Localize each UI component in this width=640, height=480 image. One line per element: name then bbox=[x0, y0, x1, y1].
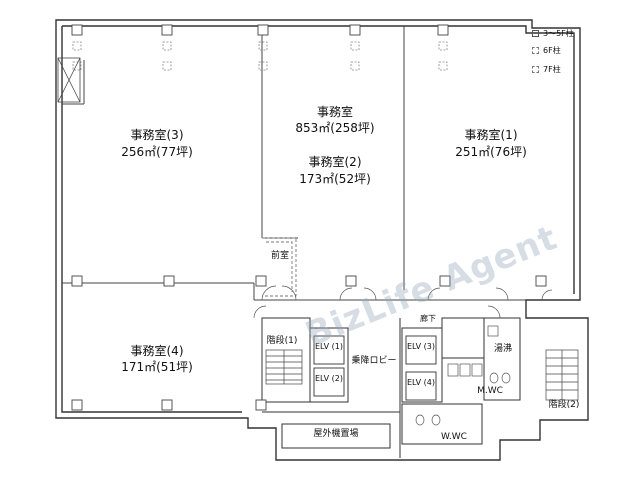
stairs bbox=[265, 349, 579, 401]
office4-name: 事務室(4) bbox=[130, 344, 184, 358]
office2-area: 173㎡(52坪) bbox=[299, 172, 371, 186]
office3-name: 事務室(3) bbox=[130, 128, 184, 142]
elv3-label: ELV (3) bbox=[407, 342, 435, 351]
legend-label: 7F柱 bbox=[543, 65, 561, 74]
columns-dashed bbox=[72, 41, 448, 71]
toilet-fixtures bbox=[415, 325, 511, 426]
legend-solid-swatch bbox=[532, 30, 539, 37]
door-swings bbox=[253, 285, 553, 319]
legend-item-7f: 7F柱 bbox=[532, 64, 561, 75]
office-combined-area: 853㎡(258坪) bbox=[295, 121, 375, 135]
legend-label: 6F柱 bbox=[543, 46, 561, 55]
office2-name: 事務室(2) bbox=[308, 155, 362, 169]
kitchenette-label: 湯沸 bbox=[493, 344, 512, 354]
legend-dashed-swatch bbox=[532, 47, 539, 54]
office1-area: 251㎡(76坪) bbox=[455, 145, 527, 159]
office4-area: 171㎡(51坪) bbox=[121, 360, 193, 374]
stairs1-label: 階段(1) bbox=[266, 336, 298, 346]
outer-walls bbox=[55, 19, 589, 461]
legend-label: 3～5F柱 bbox=[543, 29, 574, 38]
anteroom-boundary bbox=[262, 237, 297, 297]
corridor-label: 廊下 bbox=[420, 314, 436, 323]
elv2-label: ELV (2) bbox=[315, 374, 343, 383]
office3-area: 256㎡(77坪) bbox=[121, 145, 193, 159]
wwc-label: W.WC bbox=[441, 432, 467, 442]
elv1-label: ELV (1) bbox=[315, 342, 343, 351]
elv4-label: ELV (4) bbox=[407, 378, 435, 387]
shaft bbox=[57, 57, 81, 103]
legend-item-6f: 6F柱 bbox=[532, 45, 561, 56]
office-combined-name: 事務室 bbox=[316, 105, 353, 119]
mwc-label: M.WC bbox=[477, 386, 503, 396]
core-walls bbox=[261, 317, 521, 458]
legend-dashed-swatch bbox=[532, 66, 539, 73]
outdoor-equipment-label: 屋外機置場 bbox=[313, 429, 359, 439]
stairs2-label: 階段(2) bbox=[548, 400, 580, 410]
elevator-lobby-label: 乗降ロビー bbox=[351, 356, 397, 366]
legend-item-solid: 3～5F柱 bbox=[532, 28, 574, 39]
columns-solid bbox=[71, 24, 547, 411]
anteroom-label: 前室 bbox=[270, 251, 289, 261]
office1-name: 事務室(1) bbox=[464, 128, 518, 142]
elevators bbox=[313, 335, 437, 401]
